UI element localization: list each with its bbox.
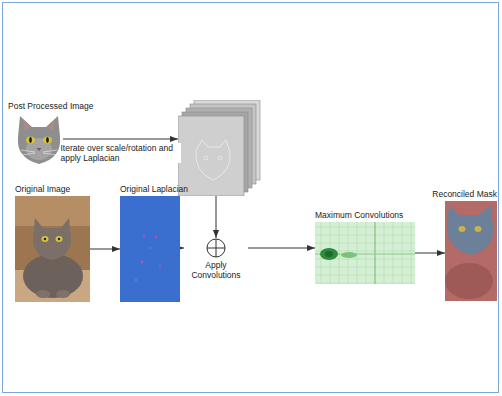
image-heading: Post Processed Image — [8, 101, 94, 111]
flow-arrow — [180, 248, 184, 249]
illustration-part — [15, 196, 90, 226]
reconciled-mask-image — [445, 201, 497, 301]
cat-face-image — [15, 113, 63, 165]
combine-circle — [184, 238, 248, 258]
illustration-part — [459, 226, 466, 232]
illustration-part — [402, 222, 403, 284]
illustration-part — [37, 148, 42, 151]
max-convolution-map — [315, 222, 415, 284]
illustration-part — [159, 265, 161, 267]
illustration-part — [23, 120, 30, 131]
illustration-part — [411, 222, 412, 284]
illustration-part — [26, 136, 35, 143]
illustration-part — [447, 205, 493, 255]
illustration-part — [315, 227, 415, 228]
illustration-part — [375, 222, 376, 284]
illustration-part — [218, 156, 222, 160]
illustration-part — [207, 239, 225, 257]
illustration-part — [44, 238, 46, 240]
illustration-part — [325, 251, 333, 257]
illustration-part — [445, 263, 493, 299]
illustration-part — [21, 150, 57, 155]
illustration-part — [58, 238, 60, 240]
illustration-part — [366, 222, 367, 284]
illustration-part — [56, 236, 63, 242]
illustration-part — [339, 222, 340, 284]
illustration-part — [42, 236, 49, 242]
illustration-part — [141, 261, 144, 264]
illustration-part — [149, 247, 151, 249]
original-cat-photo — [15, 196, 90, 302]
laplacian-image — [120, 196, 180, 302]
illustration-part — [48, 120, 55, 131]
illustration-part — [155, 236, 158, 239]
illustration-part — [23, 254, 83, 298]
image-node: Original Image — [15, 184, 90, 302]
illustration-part — [315, 222, 415, 284]
flow-arrow — [90, 249, 120, 250]
illustration-part — [18, 116, 60, 164]
illustration-part — [320, 248, 338, 260]
flow-arrow — [415, 253, 445, 254]
illustration-part — [375, 222, 376, 284]
illustration-part — [475, 226, 482, 232]
flow-arrow — [248, 248, 315, 249]
illustration-part — [315, 235, 415, 236]
illustration-part — [43, 136, 52, 143]
illustration-part — [15, 196, 90, 302]
image-node: Apply Convolutions — [184, 238, 248, 280]
image-heading: Original Image — [15, 184, 90, 194]
image-heading: Maximum Convolutions — [315, 210, 415, 220]
illustration-part — [445, 201, 497, 301]
illustration-part — [143, 235, 146, 238]
illustration-part — [315, 267, 415, 268]
illustration-part — [315, 275, 415, 276]
illustration-part — [56, 290, 70, 298]
image-node: Original Laplacian — [120, 184, 188, 302]
laplacian-stack-image — [178, 100, 264, 196]
illustration-part — [393, 222, 394, 284]
flow-arrow — [216, 196, 217, 238]
image-heading: Reconciled Mask — [432, 189, 497, 199]
illustration-part — [204, 156, 208, 160]
image-heading: Original Laplacian — [120, 184, 188, 194]
image-node: Maximum Convolutions — [315, 210, 415, 284]
illustration-part — [207, 239, 225, 257]
illustration-part — [196, 140, 230, 180]
illustration-part — [357, 222, 358, 284]
illustration-part — [341, 252, 357, 258]
illustration-part — [384, 222, 385, 284]
step-label: Apply Convolutions — [184, 260, 248, 280]
flow-arrow — [63, 139, 178, 140]
illustration-part — [33, 218, 71, 260]
illustration-part — [135, 279, 137, 281]
illustration-part — [315, 243, 415, 244]
illustration-part — [29, 137, 32, 143]
illustration-part — [50, 246, 54, 248]
illustration-part — [120, 196, 180, 302]
illustration-part — [36, 290, 50, 298]
image-node: Reconciled Mask — [432, 189, 497, 301]
edge-label: Iterate over scale/rotation and apply La… — [61, 143, 181, 163]
illustration-part — [46, 137, 49, 143]
illustration-part — [26, 138, 52, 160]
illustration-part — [315, 283, 415, 284]
image-node — [178, 100, 264, 196]
